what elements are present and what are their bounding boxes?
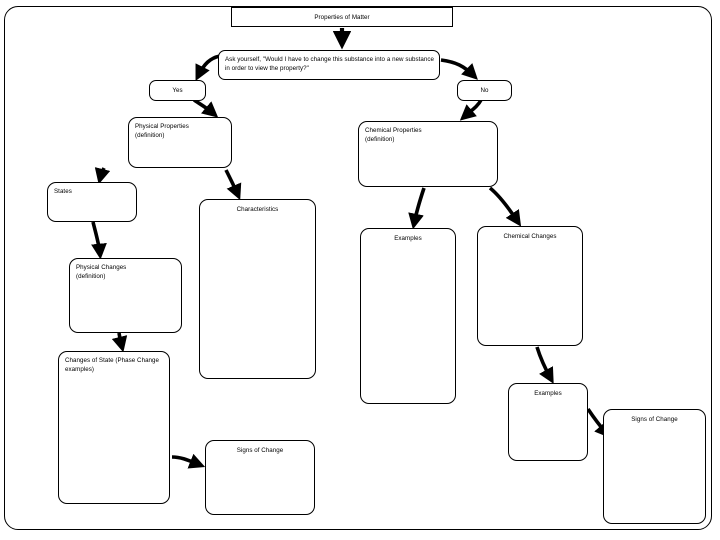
node-ask-yourself-question-label: Ask yourself, "Would I have to change th… (225, 56, 435, 72)
node-yes-branch-label: Yes (172, 87, 183, 94)
node-changes-of-state[interactable]: Changes of State (Phase Change examples) (58, 351, 170, 504)
node-physical-properties[interactable]: Physical Properties (definition) (128, 117, 232, 168)
node-physical-changes[interactable]: Physical Changes (definition) (69, 258, 182, 333)
node-physical-changes-label: Physical Changes (definition) (76, 264, 127, 280)
node-properties-of-matter-label: Properties of Matter (314, 14, 370, 21)
node-signs-of-change-chemical-label: Signs of Change (631, 416, 678, 423)
node-no-branch[interactable]: No (457, 80, 512, 101)
node-chemical-changes-label: Chemical Changes (503, 233, 557, 240)
node-states[interactable]: States (47, 182, 137, 222)
node-examples-chemical-properties[interactable]: Examples (360, 228, 456, 404)
node-physical-properties-label: Physical Properties (definition) (135, 123, 189, 139)
node-signs-of-change-chemical[interactable]: Signs of Change (603, 409, 706, 524)
node-no-branch-label: No (480, 87, 489, 94)
node-signs-of-change-physical[interactable]: Signs of Change (205, 440, 315, 515)
node-chemical-properties-label: Chemical Properties (definition) (365, 127, 422, 143)
diagram-outer-frame (4, 6, 712, 530)
node-characteristics[interactable]: Characteristics (199, 199, 316, 379)
node-ask-yourself-question[interactable]: Ask yourself, "Would I have to change th… (218, 50, 440, 80)
node-examples-chemical-changes[interactable]: Examples (508, 383, 588, 461)
node-chemical-changes[interactable]: Chemical Changes (477, 226, 583, 346)
node-signs-of-change-physical-label: Signs of Change (236, 447, 284, 454)
node-examples-chemical-changes-label: Examples (534, 390, 562, 397)
node-examples-chemical-properties-label: Examples (394, 235, 422, 242)
node-properties-of-matter[interactable]: Properties of Matter (231, 7, 453, 27)
node-characteristics-label: Characteristics (236, 206, 279, 213)
node-changes-of-state-label: Changes of State (Phase Change examples) (65, 357, 160, 373)
node-states-label: States (54, 188, 72, 195)
node-yes-branch[interactable]: Yes (149, 80, 206, 101)
node-chemical-properties[interactable]: Chemical Properties (definition) (358, 121, 498, 187)
